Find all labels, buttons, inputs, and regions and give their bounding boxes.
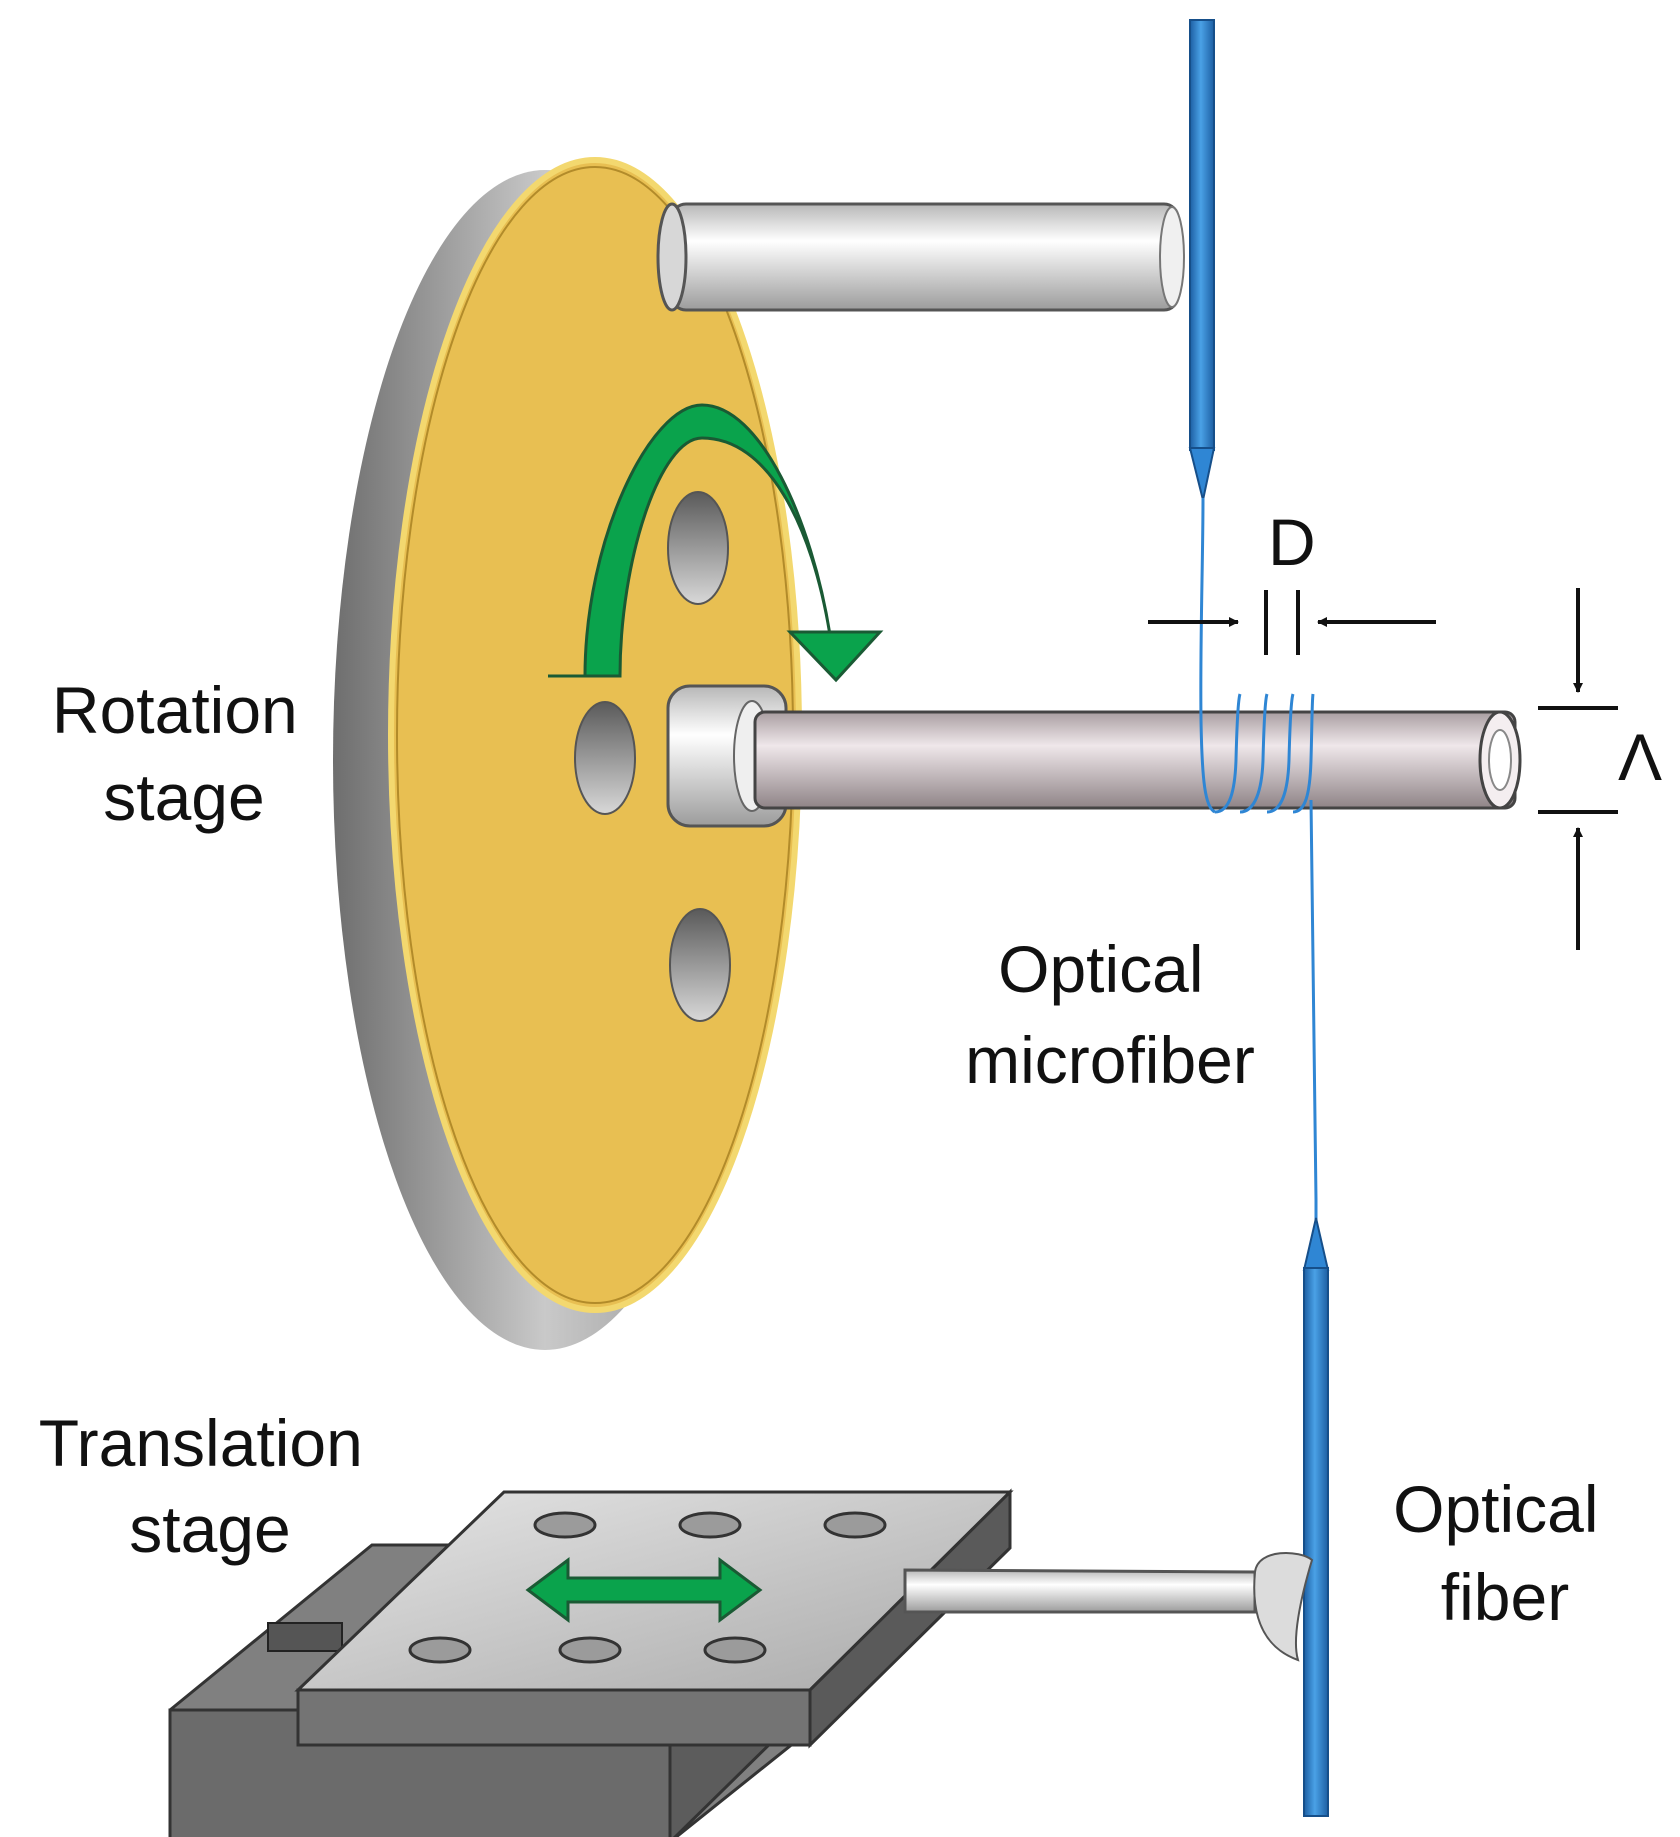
diameter-label: D (1268, 505, 1316, 579)
translation-direction-arrow (525, 1557, 763, 1623)
pitch-dimension (1538, 588, 1618, 950)
optical-microfiber-label-line2: microfiber (965, 1023, 1255, 1097)
disk-hole-bottom (669, 908, 731, 1022)
pitch-label: Λ (1618, 720, 1662, 794)
translation-stage (168, 1488, 1314, 1837)
rotation-direction-arrowhead (786, 630, 884, 683)
upper-optical-fiber (1188, 19, 1216, 814)
microfiber-coil (1214, 693, 1315, 814)
lower-optical-fiber (1302, 1217, 1330, 1817)
translation-stage-label: Translation stage (39, 1406, 381, 1566)
disk-hole-left (574, 701, 636, 815)
disk-hole-top (667, 491, 729, 605)
upper-fiber-post (656, 202, 1185, 312)
carriage-holes (408, 1511, 887, 1664)
optical-fiber-label-line1: Optical (1393, 1472, 1598, 1546)
optical-microfiber-label-line1: Optical (998, 932, 1203, 1006)
translation-stage-label-line2: stage (129, 1492, 290, 1566)
fiber-clamp-arm (903, 1551, 1314, 1662)
rotation-stage-label: Rotation stage (52, 673, 316, 834)
microfiber-strand-lower (1309, 799, 1318, 1245)
rotation-stage-label-line2: stage (103, 760, 264, 834)
rotation-stage (333, 157, 1522, 1350)
mandrel-rod (666, 684, 1522, 828)
rotation-stage-label-line1: Rotation (52, 673, 298, 747)
microfiber-strand-upper (1199, 497, 1216, 814)
optical-fiber-label-line2: fiber (1441, 1560, 1569, 1634)
optical-microfiber-label: Optical microfiber (965, 932, 1255, 1097)
optical-fiber-label: Optical fiber (1393, 1472, 1617, 1634)
diameter-dimension (1148, 590, 1436, 655)
translation-stage-label-line1: Translation (39, 1406, 363, 1480)
